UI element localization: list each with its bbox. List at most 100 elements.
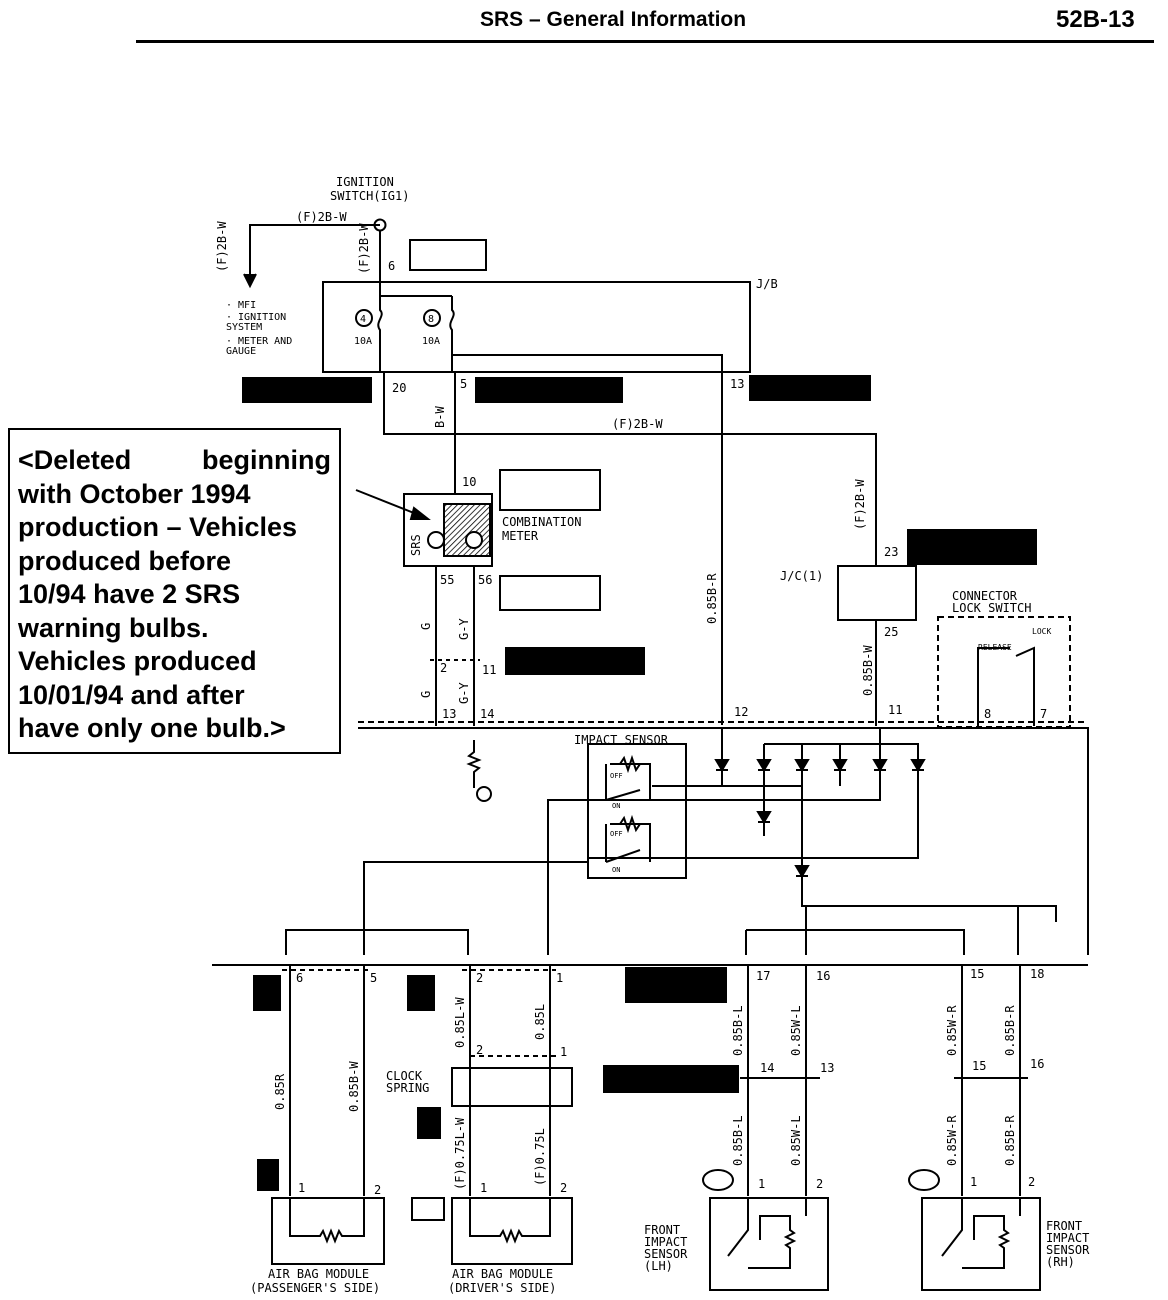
pin-5: 5 <box>460 377 467 391</box>
impact-on-2: ON <box>612 866 620 874</box>
note-line-8: 10/01/94 and after <box>18 679 245 710</box>
pin-m2a: 2 <box>374 1183 381 1197</box>
lamp-resistor <box>466 740 482 788</box>
pin-b5: 5 <box>370 971 377 985</box>
ecu-internal-net2 <box>285 861 588 955</box>
connector-icon-5 <box>475 377 623 403</box>
note-line-1: <Deleted beginning <box>18 445 331 475</box>
lamp-symbol <box>476 786 492 802</box>
impact-sensor-label: IMPACT SENSOR <box>574 733 669 747</box>
wire-label-085bl-2: 0.85B-L <box>731 1115 745 1166</box>
pin-b16: 16 <box>816 969 830 983</box>
pin-2: 2 <box>440 661 447 675</box>
front-rh-label-2: IMPACT <box>1046 1231 1089 1245</box>
pin-c1: 1 <box>560 1045 567 1059</box>
wire-label-gy-1: G-Y <box>457 618 471 640</box>
pin-m1b: 1 <box>480 1181 487 1195</box>
pin-m1d: 1 <box>970 1175 977 1189</box>
pin-13: 13 <box>730 377 744 391</box>
fuse-8-rating: 10A <box>422 336 440 347</box>
clock-spring-label-2: SPRING <box>386 1081 429 1095</box>
combination-meter-hatch <box>443 503 491 557</box>
diode-group <box>714 759 926 878</box>
pin-13b: 13 <box>442 707 456 721</box>
pin-m2d: 2 <box>1028 1175 1035 1189</box>
clock-spring-box <box>451 1067 573 1107</box>
pin-14: 14 <box>480 707 494 721</box>
impact-sensor-resistor1 <box>619 754 641 774</box>
pin-c16: 16 <box>1030 1057 1044 1071</box>
jb-label: J/B <box>756 277 778 291</box>
pin-b15: 15 <box>970 967 984 981</box>
impact-off-1: OFF <box>610 772 623 780</box>
wire-label-f2bw-left: (F)2B-W <box>215 221 229 272</box>
ignition-terminal <box>373 218 387 232</box>
pin-6: 6 <box>388 259 395 273</box>
connector-lock-box <box>937 616 1071 728</box>
wire-label-085bl-1: 0.85B-L <box>731 1005 745 1056</box>
combination-meter-label-1: COMBINATION <box>502 515 581 529</box>
pin-11: 11 <box>482 663 496 677</box>
wire-label-f075l: (F)0.75L <box>533 1128 547 1186</box>
fuse-4-label: 4 <box>360 314 366 325</box>
srs-bulb-2 <box>465 531 483 549</box>
pin-8: 8 <box>984 707 991 721</box>
airbag-drv-squib <box>469 1198 551 1244</box>
wire-label-085wl-2: 0.85W-L <box>789 1115 803 1166</box>
pin-m1c: 1 <box>758 1177 765 1191</box>
lock-label: LOCK <box>1032 627 1051 636</box>
pin-c2: 2 <box>476 1043 483 1057</box>
impact-off-2: OFF <box>610 830 623 838</box>
wire-label-085br-rh-1: 0.85B-R <box>1003 1005 1017 1056</box>
connector-icon-jb <box>409 239 487 271</box>
wire-label-085wr-2: 0.85W-R <box>945 1115 959 1166</box>
wire-label-085wl-1: 0.85W-L <box>789 1005 803 1056</box>
pin-c14: 14 <box>760 1061 774 1075</box>
note-arrowhead <box>409 506 431 520</box>
pin-m2c: 2 <box>816 1177 823 1191</box>
fuse-4-symbol <box>377 296 383 372</box>
note-line-3: production – Vehicles <box>18 512 298 542</box>
dest-label-5: GAUGE <box>226 346 256 357</box>
pin20-wire <box>383 372 877 566</box>
connector-icon-clk2 <box>417 1107 441 1139</box>
pin-b6: 6 <box>296 971 303 985</box>
wire-label-085bw: 0.85B-W <box>861 645 875 696</box>
jb-internal-wire <box>379 282 452 297</box>
fuse-4-circle <box>355 309 373 327</box>
impact-sensor-sw1 <box>605 763 651 801</box>
connector-icon-drv2 <box>411 1197 445 1221</box>
front-lh-label-4: (LH) <box>644 1259 673 1273</box>
wire-label-gy-2: G-Y <box>457 682 471 704</box>
ignition-switch-label-1: IGNITION <box>336 175 394 189</box>
airbag-drv-box <box>451 1197 573 1265</box>
pin-c13: 13 <box>820 1061 834 1075</box>
pin-56: 56 <box>478 573 492 587</box>
connector-icon-srs <box>625 967 727 1003</box>
fuse-8-label: 8 <box>428 314 434 325</box>
front-rh-label-1: FRONT <box>1046 1219 1082 1233</box>
wire-label-f2bw-top: (F)2B-W <box>296 210 347 224</box>
jc1-label: J/C(1) <box>780 569 823 583</box>
page-number: 52B-13 <box>1056 6 1135 33</box>
note-line-6: warning bulbs. <box>18 612 209 643</box>
pin-c15: 15 <box>972 1059 986 1073</box>
wire-label-f2bw-h: (F)2B-W <box>612 417 663 431</box>
front-rh-box <box>921 1197 1041 1291</box>
pin-12: 12 <box>734 705 748 719</box>
pin-m2b: 2 <box>560 1181 567 1195</box>
wire-label-g-1: G <box>419 623 433 630</box>
connector-icon-pass2 <box>257 1159 279 1191</box>
wire-label-085wr-1: 0.85W-R <box>945 1005 959 1056</box>
ecu-internal-net3 <box>745 880 1057 955</box>
pin-7: 7 <box>1040 707 1047 721</box>
connector-icon-meter-bot <box>499 575 601 611</box>
wire-label-085l: 0.85L <box>533 1004 547 1040</box>
release-label: RELEASE <box>978 643 1012 652</box>
front-rh-switch <box>941 1198 1021 1269</box>
connector-lock-label-2: LOCK SWITCH <box>952 601 1031 615</box>
jc1-box <box>837 565 917 621</box>
pin-b2: 2 <box>476 971 483 985</box>
dest-label-1: · MFI <box>226 300 256 311</box>
front-lh-label-1: FRONT <box>644 1223 680 1237</box>
